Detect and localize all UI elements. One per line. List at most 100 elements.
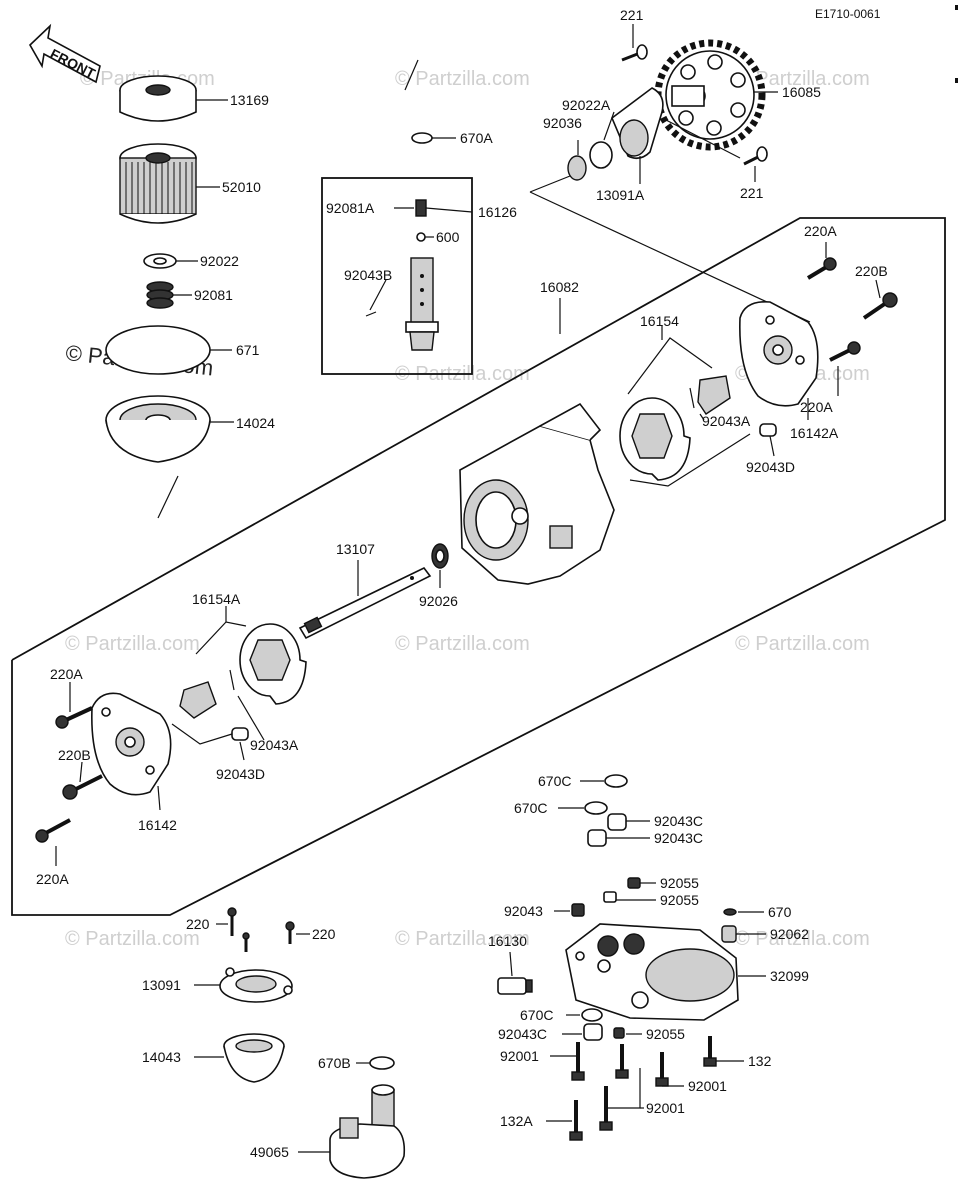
part-label-220-right: 220 (312, 926, 336, 942)
o-ring-671 (105, 325, 211, 375)
part-label-132: 132 (748, 1053, 772, 1069)
part-label-16154: 16154 (640, 313, 679, 329)
part-label-92001-a: 92001 (500, 1048, 539, 1064)
cap-92055-bottom (613, 1027, 625, 1039)
diagram-code: E1710-0061 (815, 7, 881, 21)
part-label-16085: 16085 (782, 84, 821, 100)
pump-housing-32099 (565, 923, 739, 1021)
bolt-92001-b (615, 1044, 629, 1079)
part-label-600: 600 (436, 229, 460, 245)
part-label-220A-right-top: 220A (804, 223, 837, 239)
part-label-92043A-left: 92043A (250, 737, 299, 753)
plug-92043 (571, 903, 585, 917)
seal-92026 (431, 543, 449, 569)
part-label-13091: 13091 (142, 977, 181, 993)
part-label-92043D-right: 92043D (746, 459, 795, 475)
part-label-14043: 14043 (142, 1049, 181, 1065)
part-label-670B: 670B (318, 1055, 351, 1071)
part-label-16154A: 16154A (192, 591, 241, 607)
collar-92043D-left (231, 727, 249, 741)
part-label-92043B: 92043B (344, 267, 392, 283)
screw-220-right (285, 921, 295, 944)
part-label-220-left: 220 (186, 916, 210, 932)
gear-16085 (654, 39, 766, 151)
pin-92043A-right (689, 387, 695, 409)
part-label-220A-left-bottom: 220A (36, 871, 69, 887)
bolt-220A-right-bottom (829, 341, 861, 362)
part-label-221-bottom: 221 (740, 185, 764, 201)
part-label-670A: 670A (460, 130, 493, 146)
watermark-text: © Partzilla.com (395, 633, 530, 655)
part-label-220A-left-top: 220A (50, 666, 83, 682)
part-label-16130: 16130 (488, 933, 527, 949)
part-label-92055-top: 92055 (660, 875, 699, 891)
cap-92055-top (627, 877, 641, 889)
bolt-220A-right-top (806, 257, 837, 280)
part-label-92026: 92026 (419, 593, 458, 609)
o-ring-670 (723, 908, 737, 916)
o-ring-670B (369, 1056, 395, 1070)
part-label-671: 671 (236, 342, 260, 358)
part-label-92043C-mid: 92043C (654, 830, 703, 846)
outer-rotor-16154 (619, 397, 691, 481)
part-label-670C-mid: 670C (514, 800, 547, 816)
watermark-text: © Partzilla.com (735, 68, 870, 90)
part-label-92022: 92022 (200, 253, 239, 269)
collar-92043D-right (759, 423, 777, 437)
watermark-text: © Partzilla.com (735, 633, 870, 655)
filter-housing-14024 (105, 395, 211, 463)
bolt-220B-right (862, 292, 898, 320)
sensor-16130 (497, 977, 533, 995)
bushing-13091A (611, 87, 664, 160)
collar-92043C-bottom (583, 1023, 603, 1041)
part-label-220A-right-bottom: 220A (800, 399, 833, 415)
bolt-132 (703, 1036, 717, 1067)
part-label-92001-c: 92001 (646, 1100, 685, 1116)
part-label-92081A: 92081A (326, 200, 375, 216)
washer-92022 (143, 253, 177, 269)
plug-92062 (721, 925, 737, 943)
filter-cap-13169 (119, 75, 197, 122)
bolt-92001-c (655, 1052, 669, 1087)
part-label-220B-right: 220B (855, 263, 888, 279)
washer-92022A (589, 141, 613, 169)
pump-cover-16142A (739, 301, 819, 407)
collar-92043C-mid (587, 829, 607, 847)
screw-221-bottom (743, 146, 768, 166)
leader-line (157, 475, 179, 519)
cap-92055-mid (603, 891, 617, 903)
edge-mark (955, 5, 958, 10)
part-label-14024: 14024 (236, 415, 275, 431)
ball-600 (416, 232, 426, 242)
screw-220-small (242, 932, 250, 952)
part-label-92055-mid: 92055 (660, 892, 699, 908)
strainer-14043 (223, 1033, 285, 1083)
screw-220-left (227, 907, 237, 936)
watermark-text: © Partzilla.com (735, 928, 870, 950)
part-label-92081: 92081 (194, 287, 233, 303)
o-ring-670C-bottom (581, 1008, 603, 1022)
part-label-13091A: 13091A (596, 187, 645, 203)
part-label-92043C-top: 92043C (654, 813, 703, 829)
bolt-92001-a (571, 1042, 585, 1081)
watermark-text: © Partzilla.com (395, 68, 530, 90)
part-label-16126: 16126 (478, 204, 517, 220)
part-label-92043: 92043 (504, 903, 543, 919)
part-label-221-top: 221 (620, 7, 644, 23)
watermark-text: © Partzilla.com (65, 928, 200, 950)
inner-rotor (697, 375, 731, 415)
pin-92043A-left (229, 669, 235, 691)
collar-92043C-top (607, 813, 627, 831)
part-label-92022A: 92022A (562, 97, 611, 113)
part-label-92043C-bottom: 92043C (498, 1026, 547, 1042)
part-label-32099: 32099 (770, 968, 809, 984)
part-label-132A: 132A (500, 1113, 533, 1129)
part-label-92062: 92062 (770, 926, 809, 942)
screw-221-top (621, 44, 648, 62)
part-label-52010: 52010 (222, 179, 261, 195)
part-label-13107: 13107 (336, 541, 375, 557)
part-label-92036: 92036 (543, 115, 582, 131)
bolt-220A-left-top (55, 706, 93, 729)
front-arrow-icon: FRONT (28, 23, 101, 84)
part-label-16082: 16082 (540, 279, 579, 295)
